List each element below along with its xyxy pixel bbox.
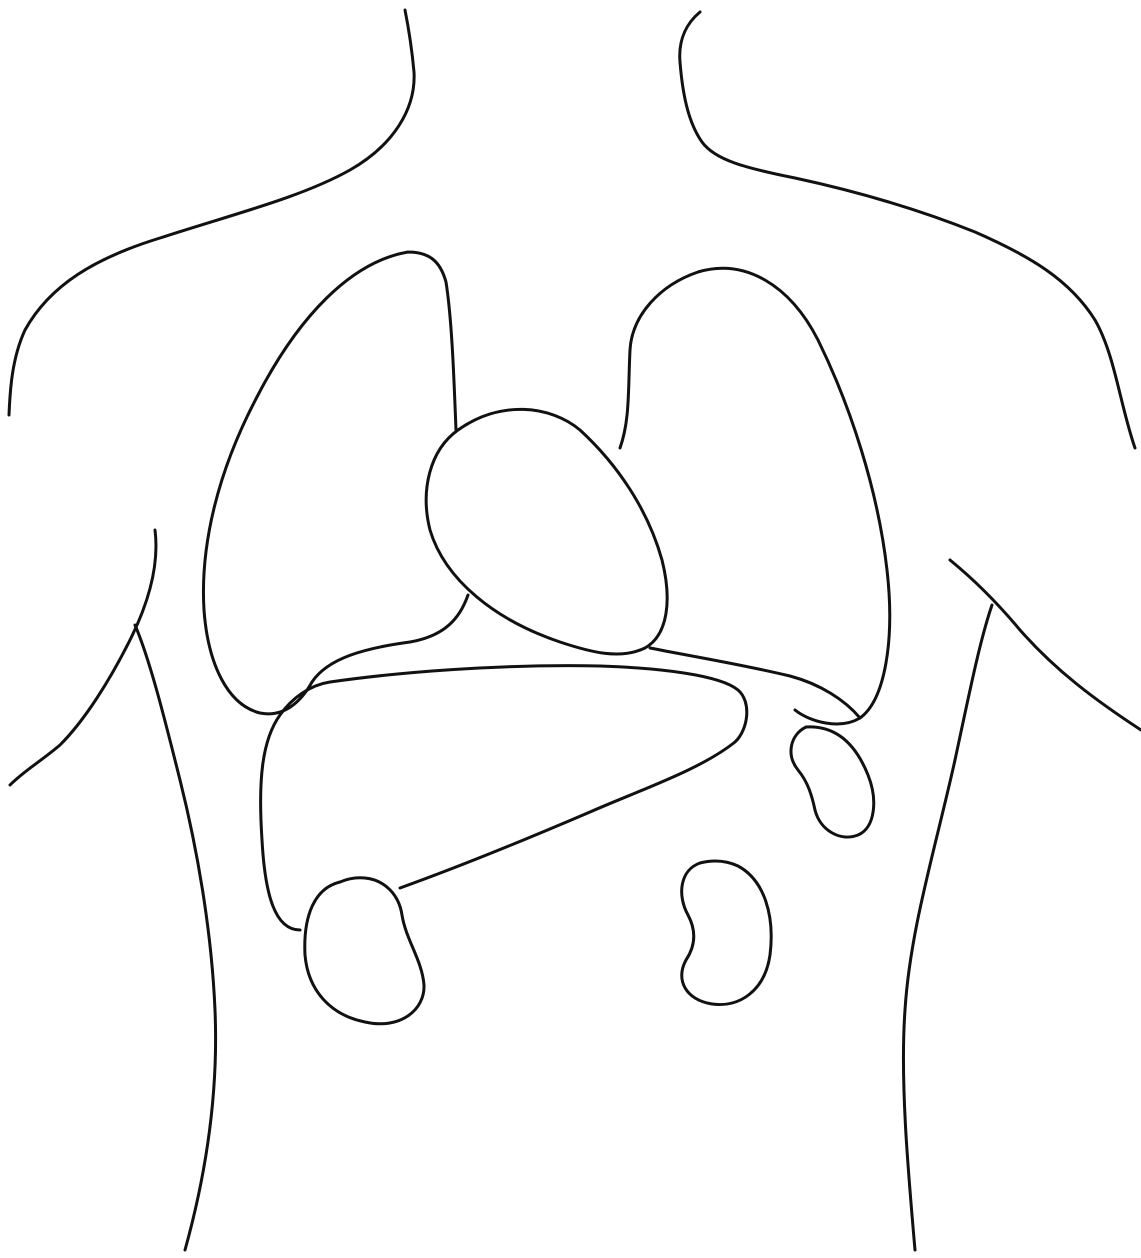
background — [0, 0, 1141, 1258]
torso-organ-diagram — [0, 0, 1141, 1258]
